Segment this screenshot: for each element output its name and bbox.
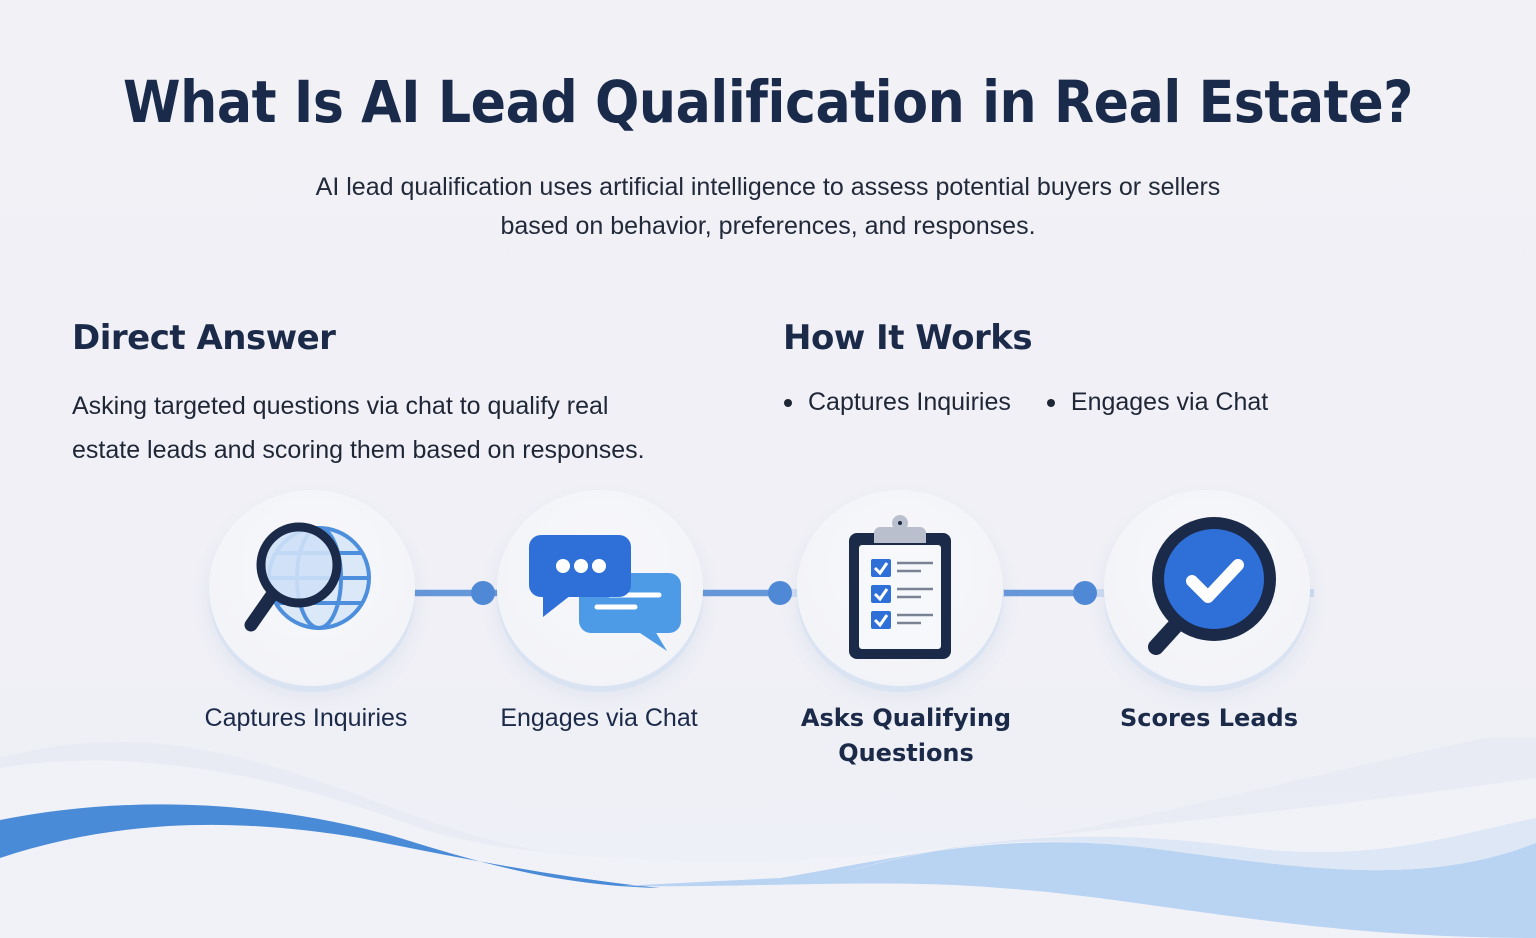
step-label-line: Engages via Chat <box>500 704 698 732</box>
connector-dot <box>471 581 495 605</box>
connector-line <box>412 590 502 596</box>
connector-line <box>700 590 780 596</box>
direct-answer-line: estate leads and scoring them based on r… <box>72 436 645 464</box>
direct-answer-line: Asking targeted questions via chat to qu… <box>72 392 609 420</box>
connector-dot <box>768 581 792 605</box>
step-engages-via-chat <box>497 490 703 686</box>
connector-dot <box>1073 581 1097 605</box>
chat-bubbles-icon <box>529 535 681 651</box>
magnifier-check-icon <box>1148 517 1276 655</box>
how-it-works-list: Captures Inquiries Engages via Chat <box>784 388 1268 417</box>
subtitle: AI lead qualification uses artificial in… <box>0 168 1536 246</box>
step-label-line: Scores Leads <box>1120 704 1298 732</box>
step-label-line: Questions <box>838 739 974 767</box>
step-label: Captures Inquiries <box>176 701 436 736</box>
step-asks-qualifying-questions <box>797 490 1003 686</box>
page-title: What Is AI Lead Qualification in Real Es… <box>123 68 1413 136</box>
step-captures-inquiries <box>209 490 415 686</box>
step-label: Asks Qualifying Questions <box>776 701 1036 771</box>
connector-line <box>1004 590 1094 596</box>
subtitle-line: based on behavior, preferences, and resp… <box>500 212 1036 240</box>
step-label-line: Captures Inquiries <box>204 704 408 732</box>
step-label-line: Asks Qualifying <box>800 704 1012 732</box>
step-label: Engages via Chat <box>469 701 729 736</box>
clipboard-checklist-icon <box>849 515 951 659</box>
how-it-works-heading: How It Works <box>783 318 1033 358</box>
magnifier-globe-icon <box>244 522 371 632</box>
subtitle-line: AI lead qualification uses artificial in… <box>315 173 1221 201</box>
how-it-works-bullet: Captures Inquiries <box>784 388 1011 417</box>
how-it-works-bullet: Engages via Chat <box>1047 388 1268 417</box>
step-label: Scores Leads <box>1079 701 1339 736</box>
decorative-wave <box>0 738 1536 938</box>
direct-answer-body: Asking targeted questions via chat to qu… <box>72 384 732 472</box>
direct-answer-heading: Direct Answer <box>72 318 336 358</box>
step-scores-leads <box>1104 490 1310 686</box>
